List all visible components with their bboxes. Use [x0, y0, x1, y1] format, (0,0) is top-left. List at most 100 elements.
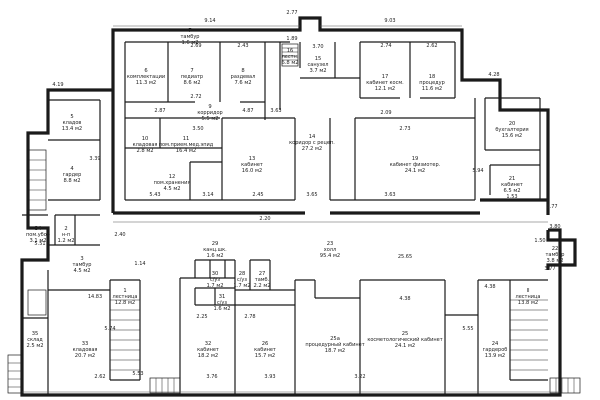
room-no: 3 [80, 256, 83, 262]
room-name: лестн. [282, 54, 299, 60]
room-no: 8 [241, 68, 244, 74]
room-no: 23 [327, 241, 334, 247]
dimension-lines [22, 25, 560, 393]
room-name: санузел [308, 62, 329, 68]
room-area: 1.6 м2 [206, 253, 223, 259]
dimension-label: 5.74 [104, 326, 115, 332]
room-no: 14 [309, 134, 316, 140]
stair-left-lower [7, 289, 47, 394]
dimension-label: 2.40 [114, 232, 125, 238]
room-area: 18.2 м2 [198, 353, 218, 359]
interior-walls-lower [109, 259, 548, 395]
room-no: 32 [205, 341, 212, 347]
room-no: 29 [212, 241, 219, 247]
dimension-label: 2.69 [190, 43, 201, 49]
room-name: лестница [113, 294, 138, 300]
room-name: пом.хранения [154, 180, 191, 186]
room-area: 1.2 м2 [57, 238, 74, 244]
stair-left-upper [28, 149, 47, 211]
room-name: с/уз [217, 300, 227, 306]
room-name: пом.прием.мед.эпид [159, 142, 214, 148]
staircases [7, 43, 581, 394]
room-no: 27 [259, 271, 266, 277]
room-area: 3.1 м2 [29, 238, 46, 244]
dimension-label: 3.50 [192, 126, 203, 132]
room-no: 31 [219, 294, 226, 300]
room-no: 22 [552, 246, 559, 252]
room-name: канц.шк. [203, 247, 227, 253]
dimension-label: 4.28 [488, 72, 499, 78]
room-name: кладовая [133, 142, 158, 148]
dimension-label: 3.70 [312, 44, 323, 50]
room-name: бухгалтерия [495, 127, 528, 133]
room-no: 7 [190, 68, 193, 74]
room-name: пом.убор [26, 232, 50, 238]
room-no: 28 [239, 271, 246, 277]
dimension-label: 3.77 [544, 266, 555, 272]
dimension-label: 14.83 [88, 294, 102, 300]
room-no: 26 [262, 341, 269, 347]
room-name: комплектации [127, 74, 165, 80]
dimension-label: 3.80 [549, 224, 560, 230]
room-no: 33 [82, 341, 89, 347]
room-name: тамбур [73, 262, 92, 268]
room-no: 25а [330, 336, 340, 342]
stair-lestnica-2 [510, 299, 548, 371]
room-area: 11.6 м2 [422, 86, 442, 92]
room-no: II [526, 288, 530, 294]
room-label: 28с/уз1.7 м2 [233, 271, 250, 289]
room-label: 30с/уз1.7 м2 [206, 271, 223, 289]
dimension-label: 5.51 [34, 241, 45, 247]
dimension-label: 2.62 [94, 374, 105, 380]
dimension-label: 2.73 [399, 126, 410, 132]
dimension-label: 3.39 [89, 156, 100, 162]
dimension-label: 3.14 [202, 192, 213, 198]
room-area: 1.6 м2 [181, 40, 198, 46]
dimension-label: 9.03 [384, 18, 395, 24]
room-name: процедур [419, 80, 445, 86]
room-name: н-п [62, 232, 70, 238]
room-name: гардер [63, 172, 82, 178]
room-area: 1.7 м2 [233, 283, 250, 289]
dimension-label: 2.09 [380, 110, 391, 116]
dimension-label: 1.50 [534, 238, 545, 244]
room-no: 4 [70, 166, 74, 172]
room-area: 5.5 м2 [201, 116, 218, 122]
room-name: тамбур [181, 34, 200, 40]
room-no: 35 [32, 331, 39, 337]
room-area: 18.7 м2 [325, 348, 345, 354]
dimension-label: 2.72 [190, 94, 201, 100]
room-area: 3.8 м2 [546, 258, 563, 264]
dimension-label: 1.53 [506, 194, 517, 200]
dimension-label: 2.45 [252, 192, 263, 198]
dimension-label: 2.74 [380, 43, 391, 49]
room-no: 6 [144, 68, 147, 74]
room-area: 6.5 м2 [503, 188, 520, 194]
room-no: 1 [123, 288, 126, 294]
dimension-label: 3.63 [384, 192, 395, 198]
room-no: 34 [35, 226, 42, 232]
dimension-label: 9.14 [204, 18, 215, 24]
room-area: 24.1 м2 [395, 343, 415, 349]
room-name: косметологический кабинет [367, 336, 442, 343]
room-label: 31с/уз1.6 м2 [213, 294, 230, 312]
room-area: 1.6 м2 [213, 306, 230, 312]
room-area: 8.6 м2 [183, 80, 200, 86]
room-label: 2н-п1.2 м2 [57, 226, 74, 244]
